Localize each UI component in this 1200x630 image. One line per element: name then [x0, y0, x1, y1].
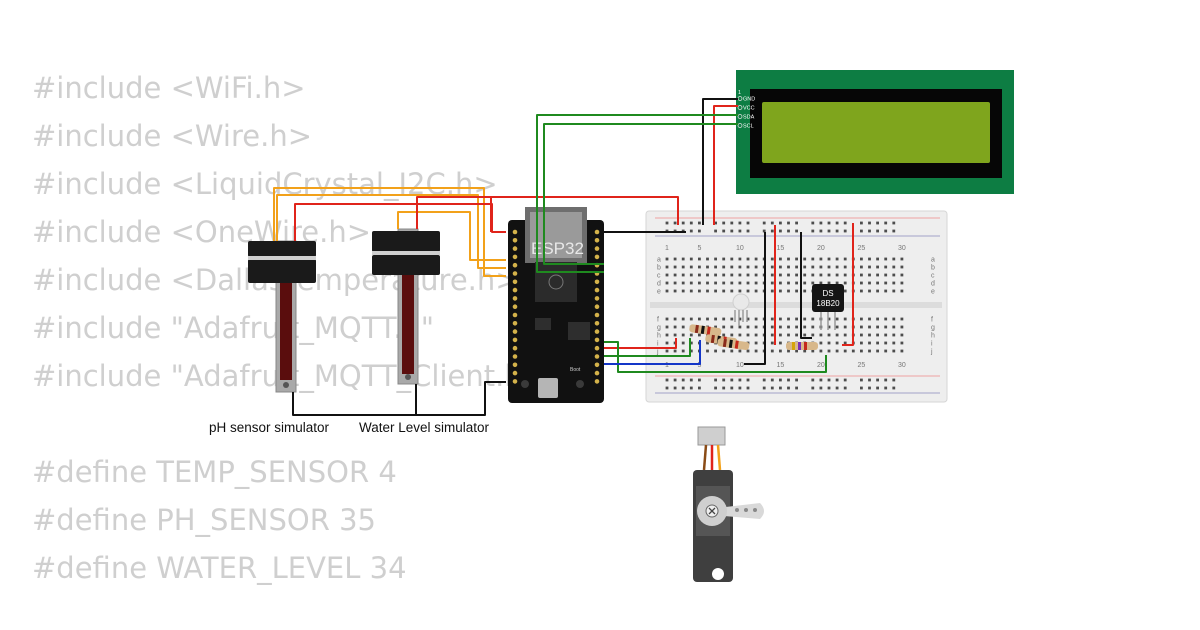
- breadboard-col-label: 1: [665, 362, 669, 369]
- breadboard-col-label: 20: [817, 245, 825, 252]
- breadboard-row-label: a: [931, 257, 935, 264]
- water-slider-caption: Water Level simulator: [359, 420, 490, 435]
- breadboard-col-label: 5: [697, 362, 701, 369]
- boot-label: Boot: [570, 367, 581, 373]
- breadboard-col-label: 1: [665, 245, 669, 252]
- code-block-defines: #define TEMP_SENSOR 4 #define PH_SENSOR …: [32, 455, 407, 585]
- breadboard-row-label: g: [657, 325, 661, 332]
- esp32-label: ESP32: [531, 239, 584, 258]
- esp32-board: ESP32 Boot: [508, 207, 604, 403]
- breadboard-row-label: h: [657, 333, 661, 340]
- breadboard-row-label: h: [931, 333, 935, 340]
- breadboard-row-label: c: [657, 273, 661, 280]
- breadboard-col-label: 20: [817, 362, 825, 369]
- breadboard-col-label: 10: [736, 245, 744, 252]
- rgb-led: [732, 293, 750, 326]
- breadboard-row-label: g: [931, 325, 935, 332]
- breadboard-row-label: j: [930, 349, 933, 356]
- breadboard-row-label: j: [656, 349, 659, 356]
- breadboard-row-label: f: [657, 317, 659, 324]
- breadboard-row-label: f: [931, 317, 933, 324]
- breadboard-col-label: 15: [777, 362, 785, 369]
- breadboard-col-label: 30: [898, 362, 906, 369]
- lcd-pin-one-label: 1: [738, 90, 741, 96]
- breadboard-row-label: e: [931, 289, 935, 296]
- slider-water[interactable]: [372, 228, 440, 385]
- breadboard-col-label: 25: [858, 362, 866, 369]
- breadboard-row-label: i: [931, 341, 933, 348]
- ds18b20-sensor: DS 18B20: [812, 284, 844, 330]
- breadboard-col-label: 5: [697, 245, 701, 252]
- lcd-pin-label: SDA: [743, 115, 755, 121]
- slider-ph[interactable]: [248, 240, 316, 393]
- breadboard-row-label: d: [931, 281, 935, 288]
- breadboard-row-label: a: [657, 257, 661, 264]
- breadboard-col-label: 10: [736, 362, 744, 369]
- breadboard-row-label: c: [931, 273, 935, 280]
- breadboard-row-label: b: [931, 265, 935, 272]
- breadboard-col-label: 25: [858, 245, 866, 252]
- breadboard-row-label: e: [657, 289, 661, 296]
- sensor-label-bottom: 18B20: [816, 299, 840, 308]
- lcd-pin-label: VCC: [743, 106, 755, 112]
- breadboard-col-label: 30: [898, 245, 906, 252]
- breadboard-col-label: 15: [777, 245, 785, 252]
- lcd-pin-label: GND: [743, 97, 755, 103]
- ph-slider-caption: pH sensor simulator: [209, 420, 330, 435]
- lcd-pin-label: SCL: [743, 124, 754, 130]
- servo-motor: [693, 426, 764, 582]
- wires: [273, 98, 854, 416]
- breadboard-row-label: d: [657, 281, 661, 288]
- resistors: [689, 324, 818, 350]
- breadboard-row-label: i: [657, 341, 659, 348]
- breadboard-row-label: b: [657, 265, 661, 272]
- sensor-label-top: DS: [822, 289, 833, 298]
